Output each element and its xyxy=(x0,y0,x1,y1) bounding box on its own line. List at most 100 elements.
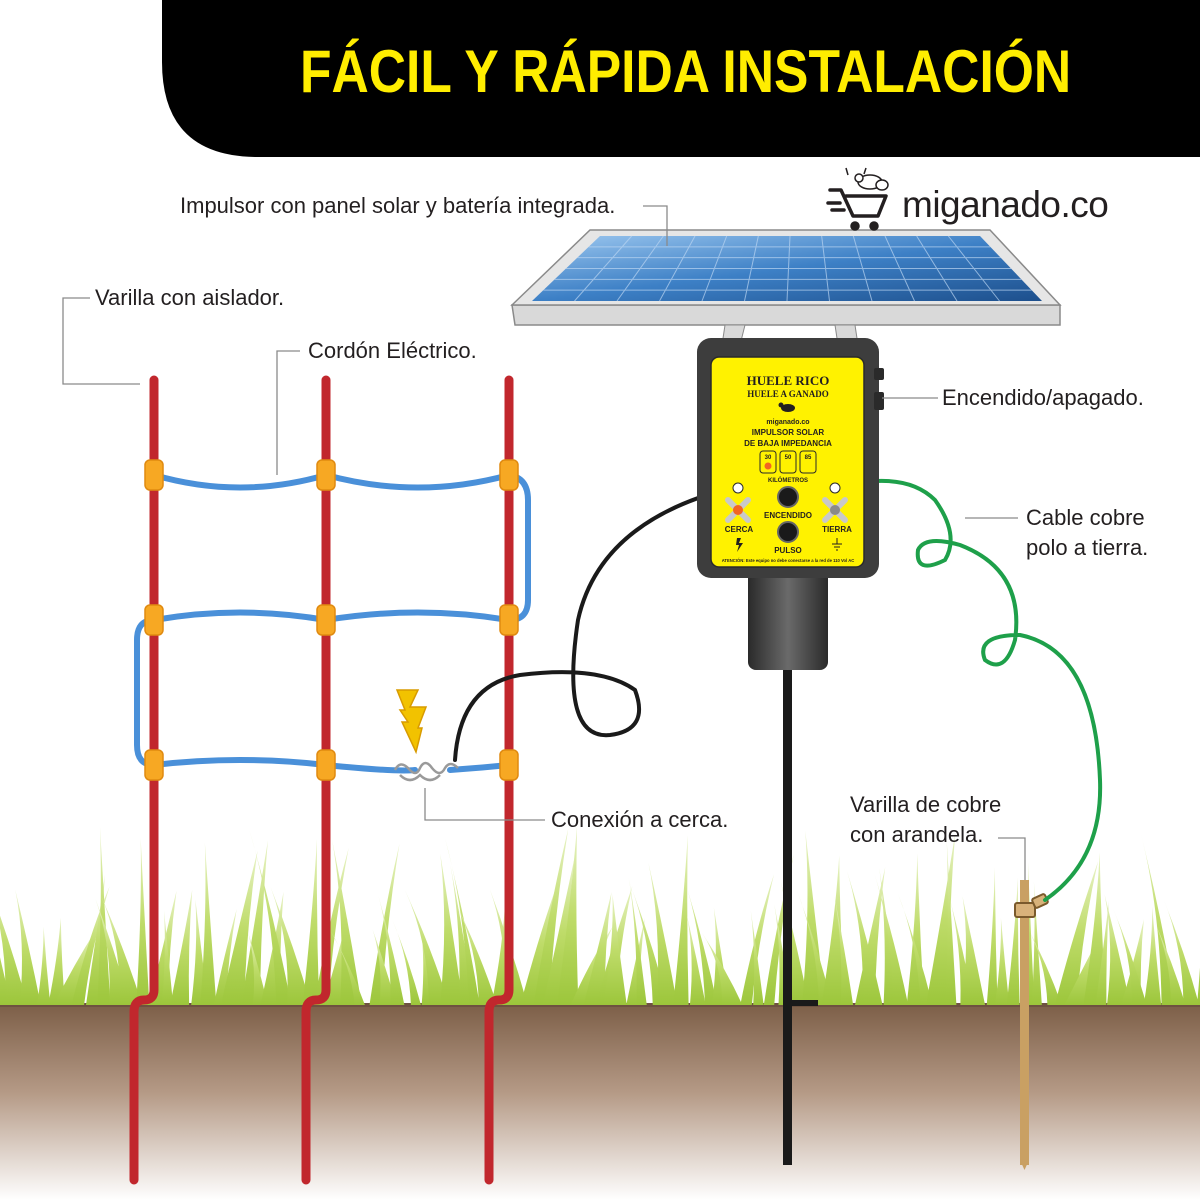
insulator xyxy=(144,604,164,636)
insulator xyxy=(316,604,336,636)
grass-blade xyxy=(1095,900,1110,1005)
grass-blade xyxy=(945,839,957,1005)
leader-line xyxy=(276,350,300,475)
fence-posts xyxy=(129,375,514,1185)
km-option[interactable] xyxy=(779,450,797,474)
grass-blade xyxy=(750,910,764,1005)
grass-blade xyxy=(682,872,718,1005)
grass-blade xyxy=(440,853,464,1005)
ground-symbol-icon xyxy=(832,538,842,551)
bolt-icon xyxy=(736,538,743,552)
fence-post xyxy=(301,375,331,1185)
insulator xyxy=(499,749,519,781)
fence-wire xyxy=(134,472,531,774)
washer-icon xyxy=(1014,893,1049,918)
grass-blade xyxy=(1083,852,1107,1005)
label-conexion: Conexión a cerca. xyxy=(551,807,729,832)
fence-post xyxy=(484,375,514,1185)
grass-blade xyxy=(686,915,706,1005)
grass-blade xyxy=(874,872,909,1005)
grass-blade xyxy=(220,850,258,1005)
grass-blade xyxy=(248,932,268,1005)
km-indicator-icon xyxy=(764,462,772,470)
grass-blade xyxy=(602,894,627,1005)
grass-blade xyxy=(556,826,579,1005)
km-option[interactable] xyxy=(759,450,777,474)
grass-blade xyxy=(101,896,143,1005)
device-subtitle: IMPULSOR SOLAR xyxy=(752,428,825,437)
brand-name: miganado.co xyxy=(902,184,1109,225)
grass-blade xyxy=(249,829,292,1005)
fence-cable xyxy=(453,485,737,762)
km-option-label: 85 xyxy=(805,455,812,461)
label-cordon: Cordón Eléctrico. xyxy=(308,338,477,363)
leader-line xyxy=(424,788,545,821)
device-subtitle-2: DE BAJA IMPEDANCIA xyxy=(744,439,832,448)
page-title: FÁCIL Y RÁPIDA INSTALACIÓN xyxy=(300,38,1072,105)
grass-blade xyxy=(378,895,405,1005)
grass-blade xyxy=(200,842,217,1005)
grass-blade xyxy=(701,931,743,1005)
power-label: ENCENDIDO xyxy=(764,511,812,520)
label-cobre-line-2: con arandela. xyxy=(850,822,984,847)
grass-blade xyxy=(986,867,998,1005)
grass-blade xyxy=(37,926,51,1005)
animals-icon xyxy=(845,167,889,191)
label-impulsor: Impulsor con panel solar y batería integ… xyxy=(180,193,616,218)
insulators xyxy=(144,459,519,781)
grass-blade xyxy=(821,855,845,1005)
energizer-ground-pole xyxy=(783,660,792,1165)
leader-line xyxy=(62,297,140,385)
grass-blade xyxy=(369,843,400,1005)
grass-blade xyxy=(1153,919,1186,1005)
grass-blade xyxy=(270,886,312,1005)
grass-blade xyxy=(1143,906,1162,1005)
fence-terminal[interactable] xyxy=(725,482,751,523)
grass-blade xyxy=(628,876,647,1005)
device-brand: miganado.co xyxy=(766,419,809,426)
grass-blade xyxy=(994,917,1010,1005)
pulse-label: PULSO xyxy=(774,546,802,555)
ground-terminal[interactable] xyxy=(822,482,848,523)
grass-blade xyxy=(897,892,933,1005)
grass-blade xyxy=(648,862,678,1005)
grass-blade xyxy=(626,918,645,1005)
energizer-base xyxy=(748,570,828,670)
grass-blade xyxy=(0,915,28,1005)
grass-blade xyxy=(213,908,237,1005)
km-option-label: 30 xyxy=(765,455,772,461)
leader-line xyxy=(998,837,1026,880)
grass-blade xyxy=(241,840,268,1005)
km-option-label: 50 xyxy=(785,455,792,461)
grass-blade xyxy=(740,874,775,1005)
leader-line xyxy=(643,205,668,246)
grass-blade xyxy=(404,889,450,1005)
grass-blade xyxy=(454,901,498,1005)
label-cable-line-1: Cable cobre xyxy=(1026,505,1145,530)
grass-blade xyxy=(1025,924,1062,1005)
fence-connection-coil xyxy=(393,761,459,782)
label-cobre: Varilla de cobre con arandela. xyxy=(850,790,1001,850)
device-slogan: HUELE A GANADO xyxy=(747,389,829,399)
grass-blade xyxy=(161,910,174,1005)
grass-blade xyxy=(1197,967,1200,1005)
grass-blade xyxy=(136,837,150,1005)
label-cable-line-2: polo a tierra. xyxy=(1026,535,1149,560)
grass-blade xyxy=(542,857,575,1005)
km-label: KILÓMETROS xyxy=(768,476,808,484)
grass-blade xyxy=(834,896,854,1005)
grass-blade xyxy=(533,828,569,1005)
km-option[interactable] xyxy=(799,450,817,474)
power-button[interactable] xyxy=(777,486,799,508)
grass-blade xyxy=(48,917,65,1005)
grass-blade xyxy=(15,889,41,1005)
insulator xyxy=(316,749,336,781)
km-selector: 30 50 85 xyxy=(759,450,817,474)
ground-cable xyxy=(836,478,1103,902)
grass-blade xyxy=(170,889,193,1005)
